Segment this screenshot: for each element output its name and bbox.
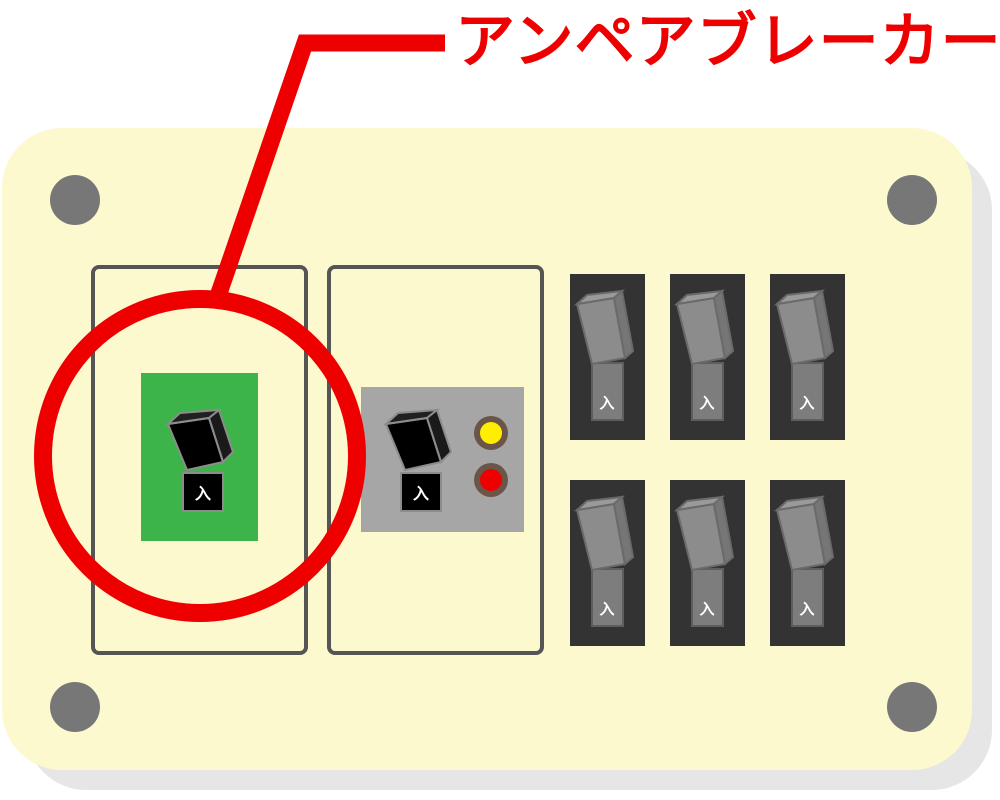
- branch-breaker-4[interactable]: 入: [570, 480, 645, 646]
- earth-leakage-breaker-frame: [327, 265, 544, 655]
- toggle-switch-icon: [773, 289, 835, 366]
- ampere-breaker-on-label: 入: [195, 484, 211, 503]
- callout-pointer: [34, 34, 445, 622]
- earth-leakage-breaker-switch-base: [400, 472, 442, 512]
- branch-breaker-on-label: 入: [699, 394, 714, 412]
- branch-breaker-switch-base: [791, 568, 824, 627]
- branch-breakers: 入入入入入入: [570, 274, 845, 646]
- branch-breaker-on-label: 入: [699, 600, 714, 618]
- toggle-switch-icon: [573, 495, 635, 572]
- branch-breaker-on-label: 入: [799, 394, 814, 412]
- toggle-switch-icon: [673, 495, 735, 572]
- screw-icon: [50, 682, 100, 732]
- toggle-switch-icon: [573, 289, 635, 366]
- branch-breaker-on-label: 入: [799, 600, 814, 618]
- toggle-switch-icon: [382, 408, 453, 472]
- branch-breaker-switch-base: [791, 362, 824, 421]
- branch-breaker-on-label: 入: [599, 394, 614, 412]
- ampere-breaker-switch-base: [182, 472, 224, 512]
- toggle-switch-icon: [673, 289, 735, 366]
- yellow-indicator: [480, 422, 502, 444]
- earth-leakage-breaker-on-label: 入: [413, 484, 429, 503]
- branch-breaker-switch-base: [691, 568, 724, 627]
- branch-breaker-on-label: 入: [599, 600, 614, 618]
- branch-breaker-6[interactable]: 入: [770, 480, 845, 646]
- toggle-switch-icon: [773, 495, 835, 572]
- screws: [50, 175, 937, 732]
- red-indicator: [480, 469, 502, 491]
- indicator-lamps: [474, 416, 508, 497]
- branch-breaker-1[interactable]: 入: [570, 274, 645, 440]
- toggle-switch-icon: [164, 408, 235, 472]
- earth-leakage-breaker-switch[interactable]: 入: [382, 408, 453, 512]
- callout-ring: [34, 290, 366, 622]
- ampere-breaker-switch[interactable]: 入: [164, 408, 235, 512]
- callout-leader-line: [207, 34, 445, 305]
- branch-breaker-3[interactable]: 入: [770, 274, 845, 440]
- ampere-breaker-frame: [91, 265, 308, 655]
- screw-icon: [887, 682, 937, 732]
- branch-breaker-switch-base: [691, 362, 724, 421]
- screw-icon: [887, 175, 937, 225]
- branch-breaker-switch-base: [591, 362, 624, 421]
- branch-breaker-5[interactable]: 入: [670, 480, 745, 646]
- branch-breaker-2[interactable]: 入: [670, 274, 745, 440]
- branch-breaker-switch-base: [591, 568, 624, 627]
- screw-icon: [50, 175, 100, 225]
- callout-title: アンペアブレーカー: [455, 7, 1000, 77]
